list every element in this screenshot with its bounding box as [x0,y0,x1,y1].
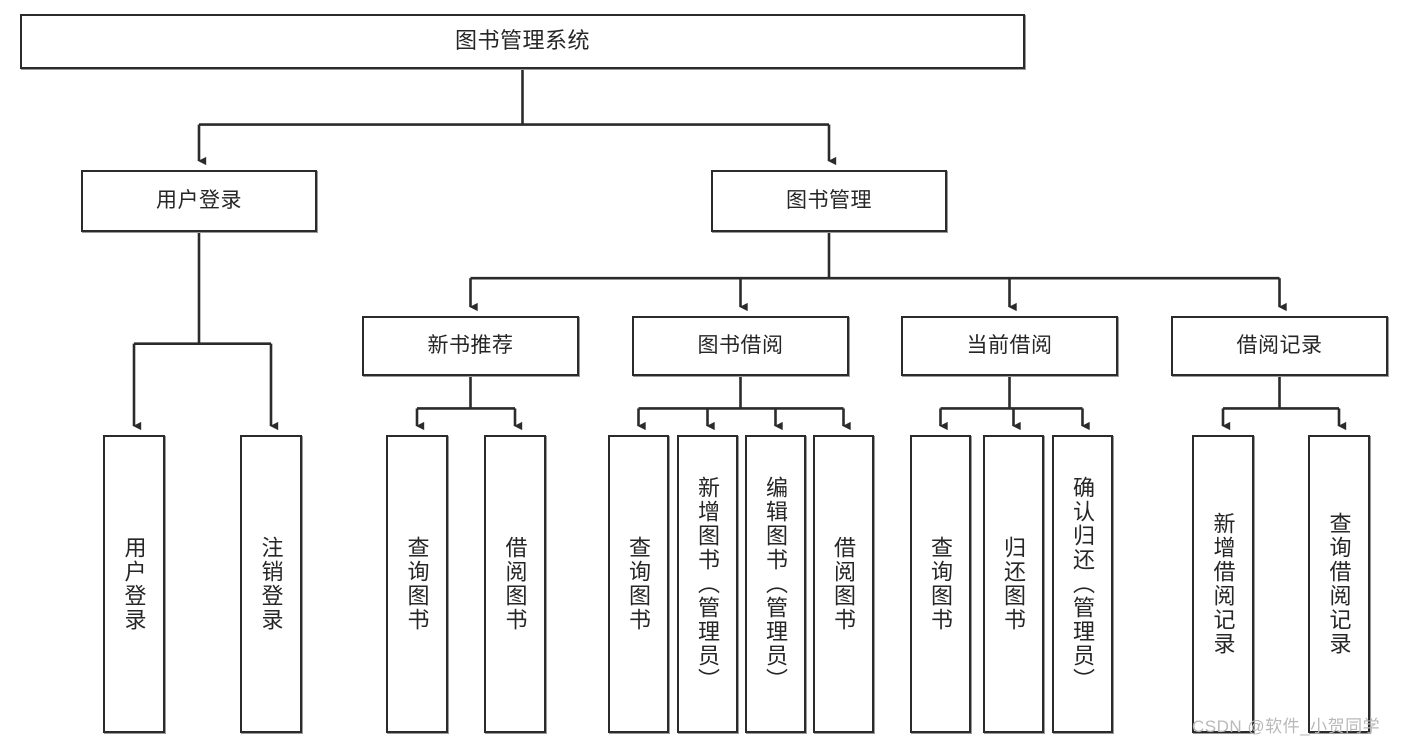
node-label: 借阅记录 [1236,334,1323,358]
node-l4-edit-book[interactable]: 编辑图书（管理员） [745,435,806,733]
node-l4-add-record[interactable]: 新增借阅记录 [1192,435,1254,733]
node-l4-query-book-c[interactable]: 查询图书 [910,435,971,733]
node-l4-borrow-book-b[interactable]: 借阅图书 [813,435,874,733]
node-l2-book-mgmt[interactable]: 图书管理 [711,170,947,232]
node-label: 借阅图书 [502,536,528,632]
node-l4-query-book-b[interactable]: 查询图书 [608,435,669,733]
node-l4-user-login[interactable]: 用户登录 [103,435,165,733]
node-label: 借阅图书 [831,536,857,632]
node-l3-book-borrow[interactable]: 图书借阅 [632,316,849,376]
node-root[interactable]: 图书管理系统 [20,14,1025,69]
node-label: 新增借阅记录 [1210,512,1236,656]
node-label: 用户登录 [156,189,242,213]
node-l4-return-book[interactable]: 归还图书 [983,435,1044,733]
node-l4-query-book-a[interactable]: 查询图书 [386,435,448,733]
node-label: 新增图书（管理员） [695,476,721,692]
node-l4-add-book[interactable]: 新增图书（管理员） [677,435,738,733]
node-label: 查询图书 [928,536,954,632]
node-l2-user-login[interactable]: 用户登录 [81,170,317,232]
node-label: 归还图书 [1001,536,1027,632]
node-l4-logout-login[interactable]: 注销登录 [240,435,302,733]
node-label: 图书借阅 [697,334,784,358]
node-l4-confirm-return[interactable]: 确认归还（管理员） [1052,435,1113,733]
node-l4-borrow-book-a[interactable]: 借阅图书 [484,435,546,733]
node-l3-borrow-record[interactable]: 借阅记录 [1171,316,1388,376]
node-label: 查询图书 [404,536,430,632]
node-l4-query-record[interactable]: 查询借阅记录 [1308,435,1370,733]
node-label: 查询借阅记录 [1326,512,1352,656]
node-label: 当前借阅 [966,334,1053,358]
node-label: 新书推荐 [427,334,514,358]
node-label: 图书管理 [786,189,872,213]
node-l3-new-book-rec[interactable]: 新书推荐 [362,316,579,376]
node-label: 用户登录 [121,536,147,632]
node-label: 确认归还（管理员） [1070,476,1096,692]
node-label: 注销登录 [258,536,284,632]
node-l3-current-borrow[interactable]: 当前借阅 [901,316,1118,376]
node-label: 查询图书 [626,536,652,632]
node-label: 图书管理系统 [454,28,590,54]
node-label: 编辑图书（管理员） [763,476,789,692]
edge-paths [132,69,1347,431]
